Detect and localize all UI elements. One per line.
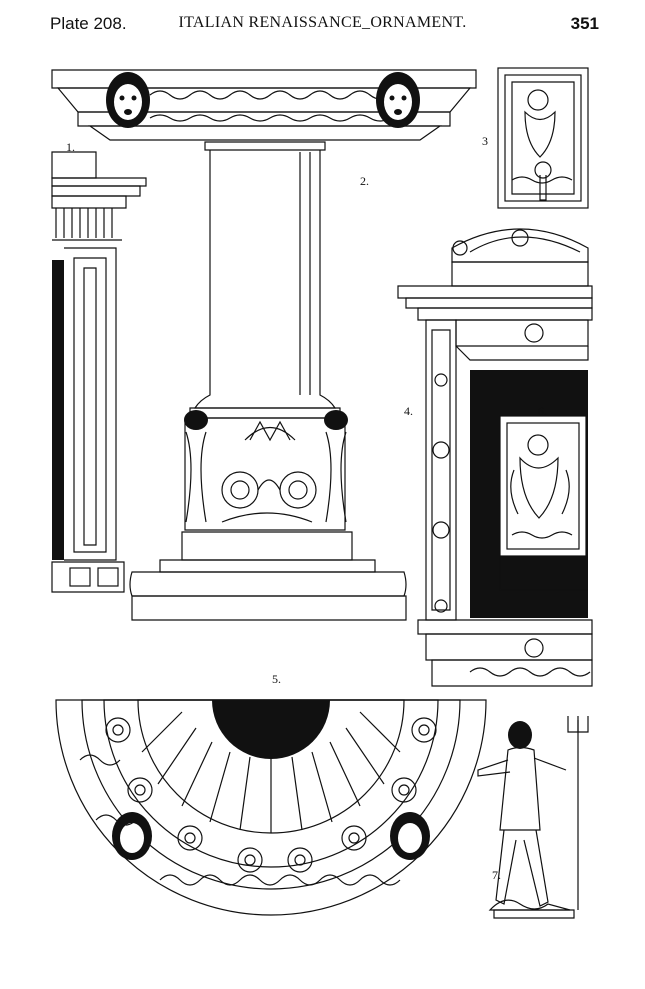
figure-6-label: 6. bbox=[538, 404, 547, 418]
figure-6-relief-panel bbox=[499, 415, 588, 591]
page-number: 351 bbox=[570, 14, 599, 33]
figure-5-semicircular-ornament bbox=[55, 699, 487, 916]
figure-2-pedestal bbox=[51, 69, 477, 621]
plate-number: Plate 208. bbox=[50, 14, 127, 33]
page-title: ITALIAN RENAISSANCE_ORNAMENT. bbox=[178, 14, 467, 31]
figure-3-relief-panel bbox=[497, 67, 589, 209]
figure-3-label: 3 bbox=[482, 134, 488, 148]
figure-1-pilaster bbox=[51, 151, 147, 593]
figure-2-label: 2. bbox=[360, 174, 369, 188]
figure-4-label: 4. bbox=[404, 404, 413, 418]
figure-1-label: 1. bbox=[66, 140, 75, 154]
figure-7-label: 7. bbox=[492, 868, 501, 882]
figure-7-neptune-statuette bbox=[477, 716, 589, 919]
figure-5-label: 5. bbox=[272, 672, 281, 686]
